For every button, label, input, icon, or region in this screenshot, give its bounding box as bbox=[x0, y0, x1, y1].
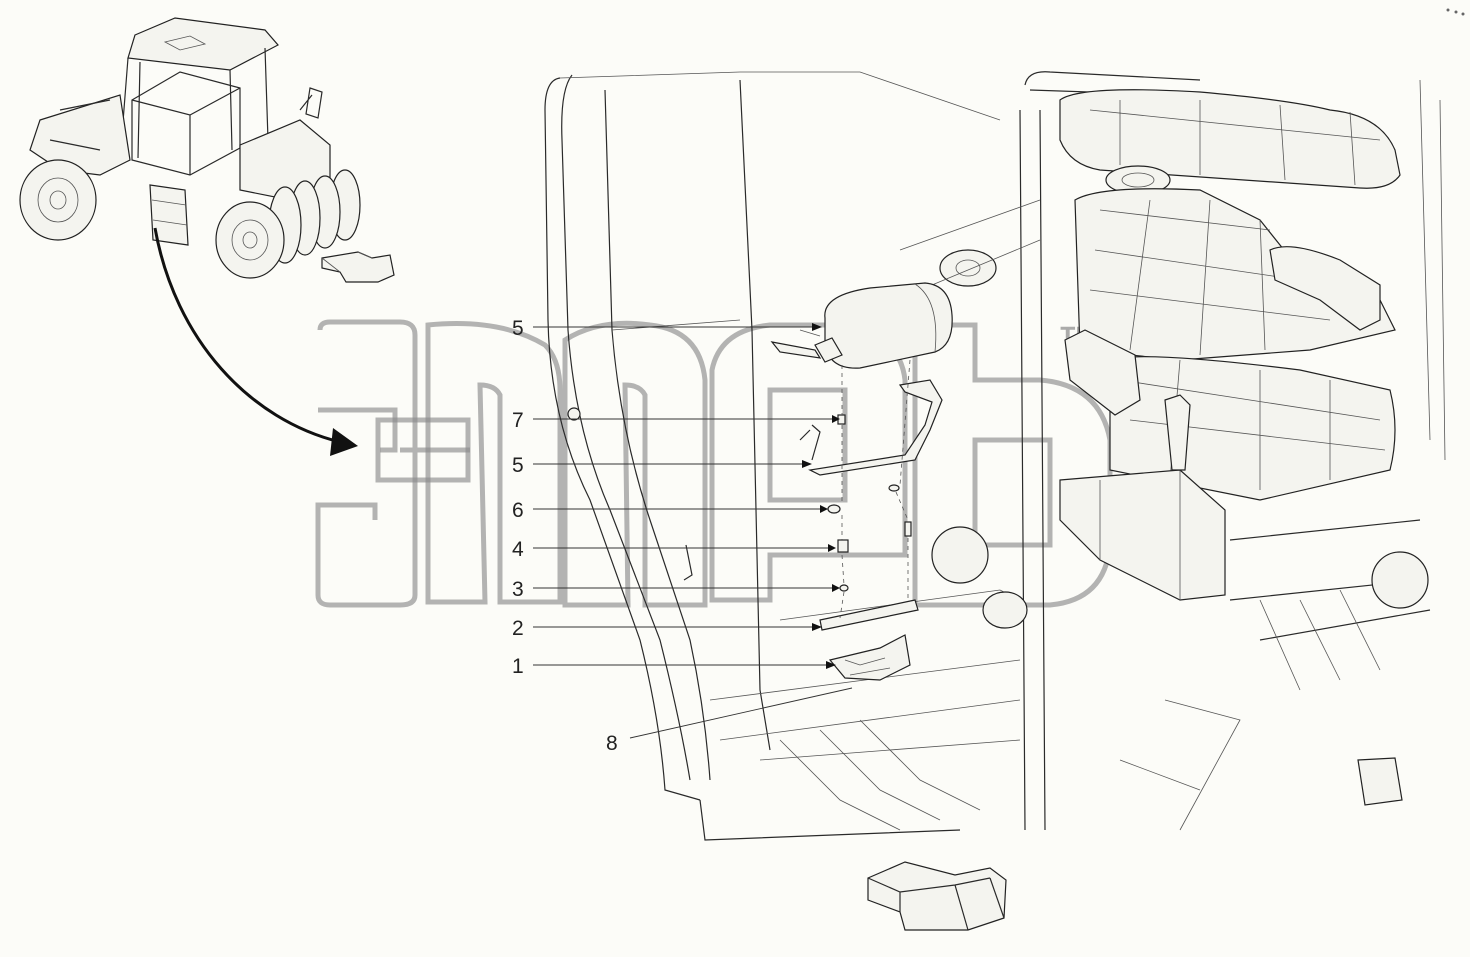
extinguisher-assembly bbox=[770, 282, 953, 681]
machine-overview bbox=[19, 17, 395, 283]
washer-6 bbox=[827, 504, 841, 514]
nut-3 bbox=[839, 584, 849, 592]
callout-7: 7 bbox=[512, 409, 524, 432]
base-plate bbox=[819, 599, 919, 631]
callout-1: 1 bbox=[512, 655, 524, 678]
callout-leaders bbox=[533, 323, 853, 739]
watermark-logo: ™ bbox=[315, 318, 1113, 608]
fire-extinguisher bbox=[770, 282, 953, 369]
operator-seat bbox=[899, 79, 1446, 831]
callout-5-bracket: 5 bbox=[512, 454, 524, 477]
holder-bracket bbox=[828, 634, 911, 681]
bolt-4 bbox=[837, 539, 849, 553]
callout-4: 4 bbox=[512, 538, 524, 561]
fastener-7 bbox=[837, 414, 846, 425]
callout-labels: 5 7 5 6 4 3 2 1 8 bbox=[512, 317, 618, 755]
detail-pointer-arrow bbox=[153, 227, 358, 456]
callout-2: 2 bbox=[512, 617, 524, 640]
direction-arrow bbox=[867, 861, 1007, 931]
callout-8: 8 bbox=[606, 732, 618, 755]
callout-3: 3 bbox=[512, 578, 524, 601]
mounting-bracket bbox=[808, 379, 943, 476]
corner-mark bbox=[1446, 8, 1465, 16]
cab-frame bbox=[544, 71, 1201, 841]
callout-5-extinguisher: 5 bbox=[512, 317, 524, 340]
callout-6: 6 bbox=[512, 499, 524, 522]
